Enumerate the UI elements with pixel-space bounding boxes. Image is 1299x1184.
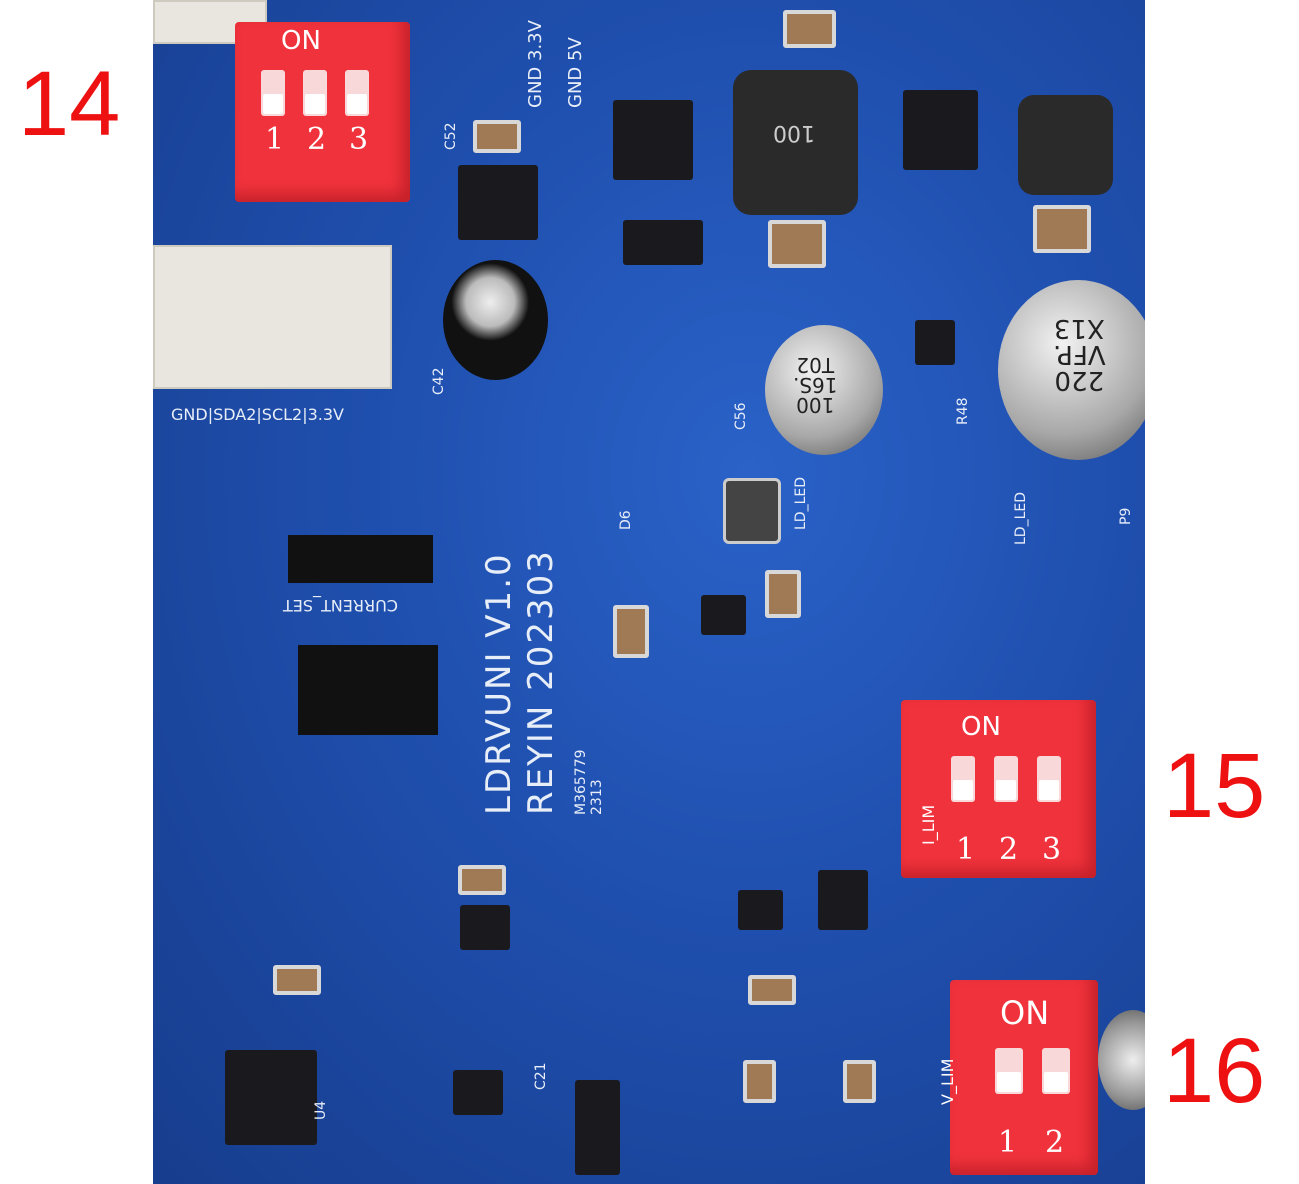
ic-u14: [701, 595, 746, 635]
cap-marking: T02: [796, 353, 835, 377]
cap-c48: [613, 605, 649, 658]
dip-switch-16: ON 1 2 V_LIM: [938, 980, 1098, 1175]
dip-switch-15: ON 1 2 3 I_LIM: [901, 700, 1096, 878]
component-label: D6: [618, 510, 634, 530]
ic-u3: [225, 1050, 317, 1145]
cap-marking: VFP.: [1053, 339, 1106, 369]
i2c-connector: [153, 245, 392, 389]
cap-c16: [748, 975, 796, 1005]
dip-position-label: 2: [307, 122, 327, 157]
cap-marking: 100: [796, 393, 835, 417]
component-label: C42: [431, 367, 447, 395]
dip-toggle: [994, 756, 1018, 802]
dip-on-label: ON: [1000, 994, 1050, 1032]
header-p7: [298, 645, 438, 735]
dip-position-label: 2: [1045, 1125, 1065, 1160]
date-code: 2313: [589, 779, 605, 815]
ld-led-label: LD_LED: [793, 476, 809, 530]
ic-u7: [818, 870, 868, 930]
dip-toggle: [995, 1048, 1023, 1094]
cap-marking: X13: [1053, 313, 1105, 343]
pcb-photo: ON 1 2 3 GND 3.3V GND 5V GND|SDA2|SCL2|3…: [153, 0, 1145, 1184]
dip-position-label: 1: [265, 122, 285, 157]
dip-position-label: 3: [1042, 832, 1062, 867]
ic-u12: [613, 100, 693, 180]
cap-c41: [768, 220, 826, 268]
ic-u16: [915, 320, 955, 365]
dip-toggle: [951, 756, 975, 802]
inductor: 100: [733, 70, 858, 215]
component-label: C52: [443, 122, 459, 150]
i2c-pin-label: GND|SDA2|SCL2|3.3V: [171, 405, 344, 424]
ilim-label: I_LIM: [919, 804, 938, 845]
callout-15: 15: [1163, 735, 1266, 837]
dip-toggle: [345, 70, 369, 116]
dip-toggle: [1037, 756, 1061, 802]
ld-led-label-2: LD_LED: [1013, 491, 1029, 545]
diode-z2: [575, 1080, 620, 1175]
cap-c15: [743, 1060, 776, 1103]
dip-position-label: 1: [998, 1125, 1018, 1160]
dip-on-label: ON: [961, 712, 1001, 742]
cap-c50: [765, 570, 801, 618]
component-label: C21: [533, 1062, 549, 1090]
electrolytic-cap-c42: 100 16S. T02: [765, 325, 883, 455]
ic-u2: [460, 905, 510, 950]
regulator: [458, 165, 538, 240]
inductor-mark: 100: [773, 120, 815, 145]
inductor-l6: [1018, 95, 1113, 195]
electrolytic-cap-c56: 220 VFP. X13: [998, 280, 1145, 460]
power-label-3v3: GND 3.3V: [525, 20, 546, 108]
electrolytic-cap-c49: [443, 260, 548, 380]
ic-u4: [453, 1070, 503, 1115]
component-label: U4: [313, 1100, 329, 1120]
component-label: C56: [733, 402, 749, 430]
dip-toggle: [261, 70, 285, 116]
dip-toggle: [1042, 1048, 1070, 1094]
board-title: LDRVUNI V1.0: [479, 552, 519, 815]
cap-c55: [1033, 205, 1091, 253]
cap-c13: [843, 1060, 876, 1103]
component-label: P9: [1118, 507, 1134, 525]
cap-marking: 16S.: [793, 373, 838, 397]
cap-c44: [783, 10, 836, 48]
mounting-screw: [1098, 1010, 1145, 1110]
batch-code: M365779: [573, 749, 589, 815]
dip-position-label: 1: [956, 832, 976, 867]
callout-16: 16: [1163, 1020, 1266, 1122]
diode: [623, 220, 703, 265]
inductor-l4: [723, 478, 781, 544]
vlim-label: V_LIM: [938, 1058, 957, 1105]
dip-position-label: 2: [999, 832, 1019, 867]
dip-toggle: [303, 70, 327, 116]
current-set-label: CURRENT_SET: [283, 596, 399, 615]
component-label: R48: [955, 397, 971, 425]
power-label-5v: GND 5V: [565, 37, 586, 108]
dip-switch-14: ON 1 2 3: [235, 22, 410, 202]
cap-c6: [458, 865, 506, 895]
board-date: REYIN 202303: [521, 549, 561, 815]
cap-c9: [273, 965, 321, 995]
ic-u5: [738, 890, 783, 930]
dip-on-label: ON: [281, 26, 321, 56]
callout-14: 14: [18, 53, 121, 155]
cap-c52: [473, 120, 521, 153]
current-set-header: [288, 535, 433, 583]
ic-u15: [903, 90, 978, 170]
cap-marking: 220: [1054, 365, 1105, 395]
dip-position-label: 3: [349, 122, 369, 157]
